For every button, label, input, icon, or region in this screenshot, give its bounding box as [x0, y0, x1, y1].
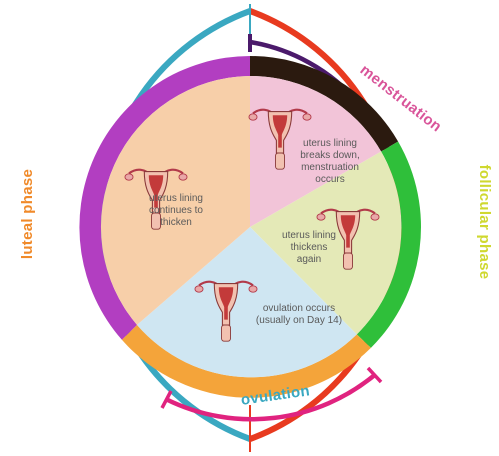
- luteal-phase-label: luteal phase: [19, 169, 36, 259]
- thickening-slice-line-3: again: [297, 254, 321, 265]
- follicular-phase-label: follicular phase: [476, 165, 493, 280]
- thickening-slice-line-1: uterus lining: [282, 230, 336, 241]
- menstruation-band: [250, 56, 399, 152]
- luteal-slice-line-3: thicken: [160, 217, 192, 228]
- menstruation-slice-line-1: uterus lining: [303, 138, 357, 149]
- ovulation-bracket-end: [160, 390, 173, 409]
- luteal-band: [79, 56, 250, 340]
- menstruation-slice-line-2: breaks down,: [300, 150, 359, 161]
- luteal-slice: [100, 76, 250, 325]
- ovulation-bracket-start: [366, 366, 383, 384]
- ovulation-slice-line-2: (usually on Day 14): [256, 315, 342, 326]
- ovulation-band: [121, 324, 371, 398]
- menstruation-slice-line-4: occurs: [315, 174, 344, 185]
- ovulation-bracket: [165, 373, 376, 422]
- ovulation-slice-line-1: ovulation occurs: [263, 303, 335, 314]
- luteal-slice-line-1: uterus lining: [149, 193, 203, 204]
- ovulation-slice: [137, 227, 357, 378]
- thickening-slice: [250, 151, 402, 335]
- thickening-band: [356, 141, 421, 348]
- luteal-slice-line-2: continues to: [149, 205, 203, 216]
- thickening-slice-line-2: thickens: [291, 242, 328, 253]
- menstruation-slice-line-3: menstruation: [301, 162, 359, 173]
